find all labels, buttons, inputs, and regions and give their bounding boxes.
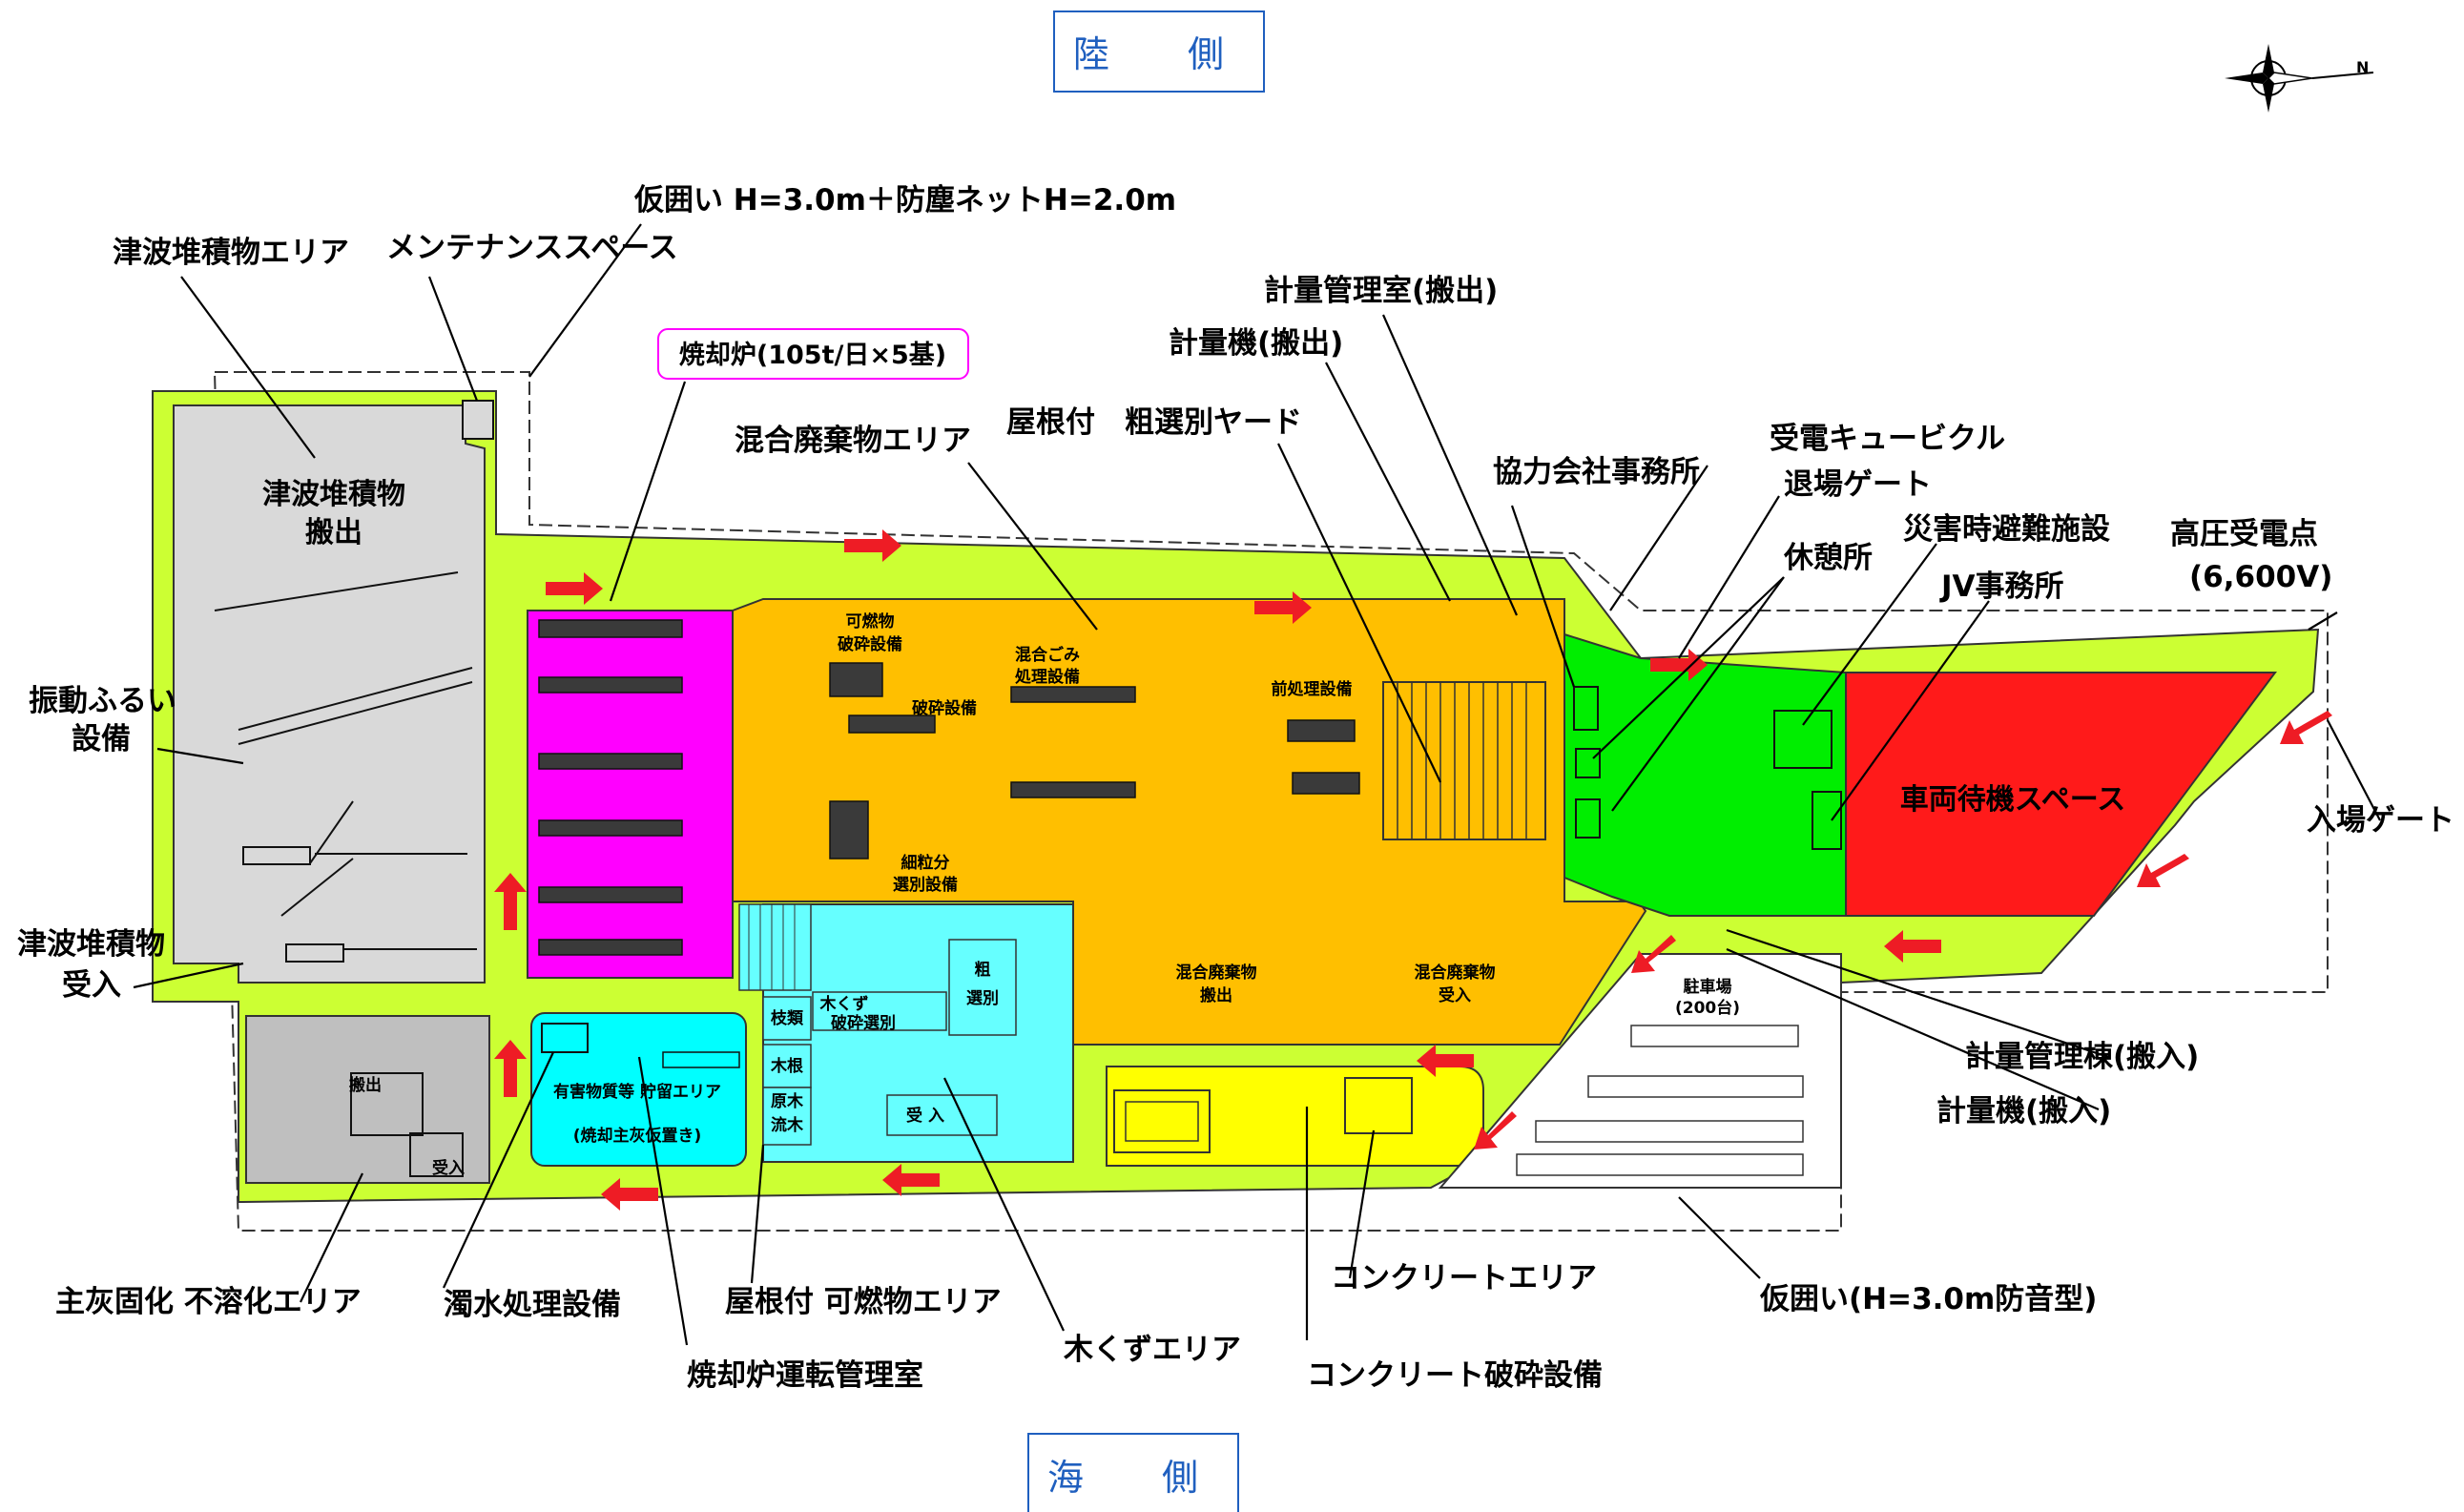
callout-roofed-yard: 屋根付 粗選別ヤード bbox=[1006, 405, 1302, 440]
zone-coarse-sort-2: 選別 bbox=[966, 989, 999, 1008]
compass-rose-icon: N bbox=[2225, 44, 2374, 113]
zone-mixed-out-1: 混合廃棄物 bbox=[1176, 963, 1257, 983]
zone-mixed-in-1: 混合廃棄物 bbox=[1415, 963, 1496, 983]
roofed-coarse-sort-yard bbox=[1382, 681, 1546, 840]
wood-receive-box bbox=[886, 1094, 998, 1136]
callout-temp-fence-bottom: 仮囲い(H=3.0m防音型) bbox=[1759, 1282, 2097, 1316]
zone-combustible-crush-1: 可燃物 bbox=[846, 611, 895, 632]
callout-roofed-combustible: 屋根付 可燃物エリア bbox=[725, 1285, 1002, 1319]
zone-vehicle-wait: 車両待機スペース bbox=[1900, 783, 2125, 817]
concrete-zone bbox=[1106, 1066, 1484, 1167]
zone-mixed-process-2: 処理設備 bbox=[1014, 667, 1080, 687]
ash-stabilization-zone bbox=[245, 1015, 490, 1184]
zone-combustible-crush-2: 破砕設備 bbox=[838, 634, 902, 654]
zone-wood-crush-2: 破砕選別 bbox=[831, 1013, 896, 1033]
land-side-label: 陸 側 bbox=[1053, 10, 1265, 93]
ash-out-box bbox=[350, 1072, 424, 1136]
coarse-sort-box bbox=[948, 939, 1017, 1036]
callout-mixed-waste-area: 混合廃棄物エリア bbox=[735, 424, 971, 458]
traffic-flow-arrows bbox=[494, 529, 2332, 1211]
vehicle-waiting-zone bbox=[1845, 672, 2277, 917]
zone-ash-in: 受入 bbox=[432, 1158, 465, 1178]
callout-weigh-scale-out: 計量機(搬出) bbox=[1169, 326, 1343, 361]
callout-partner-office: 協力会社事務所 bbox=[1493, 455, 1700, 489]
callout-vibrating-screen-2: 設備 bbox=[72, 722, 131, 756]
water-treatment-unit bbox=[541, 1023, 589, 1053]
callout-concrete-crush: コンクリート破砕設備 bbox=[1307, 1358, 1603, 1393]
zone-roots: 木根 bbox=[770, 1056, 803, 1076]
callout-wood-area: 木くずエリア bbox=[1063, 1333, 1241, 1367]
callout-hv-point: 高圧受電点 bbox=[2170, 517, 2318, 551]
parking-lot bbox=[1438, 953, 1842, 1189]
callout-leader-lines bbox=[133, 223, 2381, 1346]
zone-parking-2: (200台) bbox=[1675, 998, 1740, 1018]
callout-rest-area: 休憩所 bbox=[1783, 541, 1873, 575]
maintenance-unit bbox=[462, 400, 494, 440]
zone-mixed-in-2: 受入 bbox=[1439, 985, 1471, 1005]
office-zone bbox=[1563, 632, 1847, 917]
callout-disaster-shelter: 災害時避難施設 bbox=[1903, 512, 2110, 547]
wood-crush-box bbox=[812, 991, 947, 1031]
compass-north-label: N bbox=[2356, 58, 2369, 76]
zone-pretreatment: 前処理設備 bbox=[1272, 679, 1353, 699]
callout-vibrating-screen-1: 振動ふるい bbox=[29, 684, 176, 718]
zone-receive: 受 入 bbox=[906, 1106, 944, 1126]
zone-branches: 枝類 bbox=[771, 1008, 804, 1028]
sea-side-text: 海 側 bbox=[1047, 1457, 1219, 1499]
callout-cubicle: 受電キュービクル bbox=[1770, 422, 2005, 456]
hazard-storage-bins bbox=[662, 1051, 740, 1068]
callout-ash-area: 主灰固化 不溶化エリア bbox=[55, 1285, 362, 1319]
zone-coarse-sort-1: 粗 bbox=[975, 960, 991, 980]
callout-weigh-building-in: 計量管理棟(搬入) bbox=[1965, 1040, 2199, 1074]
office-buildings bbox=[1573, 686, 1842, 850]
zone-hazard-2: (焼却主灰仮置き) bbox=[573, 1126, 702, 1146]
sea-side-label: 海 側 bbox=[1027, 1433, 1239, 1512]
zone-ash-out: 搬出 bbox=[349, 1075, 382, 1095]
callout-temp-fence-top: 仮囲い H=3.0m＋防塵ネットH=2.0m bbox=[633, 183, 1176, 217]
zone-logs-1: 原木 bbox=[771, 1091, 804, 1111]
concrete-crusher bbox=[1344, 1077, 1413, 1134]
concrete-stock-pile bbox=[1113, 1089, 1211, 1153]
zone-fine-sort-2: 選別設備 bbox=[893, 875, 958, 895]
callout-exit-gate: 退場ゲート bbox=[1784, 467, 1932, 502]
callout-weigh-scale-in: 計量機(搬入) bbox=[1936, 1094, 2111, 1129]
callout-maintenance: メンテナンススペース bbox=[386, 231, 678, 265]
callout-tsunami-receive-2: 受入 bbox=[62, 968, 121, 1003]
zone-tsunami-out-2: 搬出 bbox=[305, 516, 362, 549]
logs-box bbox=[762, 1087, 812, 1146]
callout-tsunami-receive-1: 津波堆積物 bbox=[17, 927, 165, 962]
callout-entry-gate: 入場ゲート bbox=[2307, 803, 2454, 838]
callout-hv-value: (6,600V) bbox=[2189, 560, 2332, 594]
land-side-text: 陸 側 bbox=[1073, 33, 1245, 75]
zone-mixed-process-1: 混合ごみ bbox=[1015, 645, 1080, 665]
incinerator-title-box: 焼却炉(105t/日×5基) bbox=[657, 328, 969, 380]
zone-mixed-out-2: 搬出 bbox=[1200, 985, 1232, 1005]
callout-weigh-room-out: 計量管理室(搬出) bbox=[1264, 274, 1498, 308]
callout-water-treatment: 濁水処理設備 bbox=[444, 1288, 621, 1322]
zone-wood-crush-1: 木くず bbox=[819, 994, 869, 1014]
crusher-machines bbox=[829, 662, 1360, 860]
incinerator-units bbox=[538, 619, 683, 956]
zone-fine-sort-1: 細粒分 bbox=[901, 853, 950, 873]
incinerator-title: 焼却炉(105t/日×5基) bbox=[679, 341, 946, 370]
callout-tsunami-area: 津波堆積物エリア bbox=[113, 236, 349, 270]
roofed-combustible-area bbox=[738, 903, 812, 991]
ash-in-box bbox=[409, 1132, 464, 1177]
callout-concrete-area: コンクリートエリア bbox=[1331, 1261, 1597, 1295]
callout-jv-office: JV事務所 bbox=[1939, 570, 2064, 604]
zone-parking-1: 駐車場 bbox=[1684, 977, 1732, 997]
parking-stalls bbox=[1516, 1025, 1804, 1176]
callout-incinerator-control: 焼却炉運転管理室 bbox=[687, 1358, 923, 1393]
zone-hazard-1: 有害物質等 貯留エリア bbox=[553, 1082, 721, 1102]
zone-tsunami-out-1: 津波堆積物 bbox=[262, 478, 405, 511]
vibrating-screen-conveyors bbox=[214, 571, 477, 963]
zone-logs-2: 流木 bbox=[771, 1115, 804, 1135]
zone-crush-equipment: 破砕設備 bbox=[912, 698, 977, 718]
branches-box bbox=[762, 996, 812, 1041]
incinerator-zone bbox=[527, 610, 734, 979]
